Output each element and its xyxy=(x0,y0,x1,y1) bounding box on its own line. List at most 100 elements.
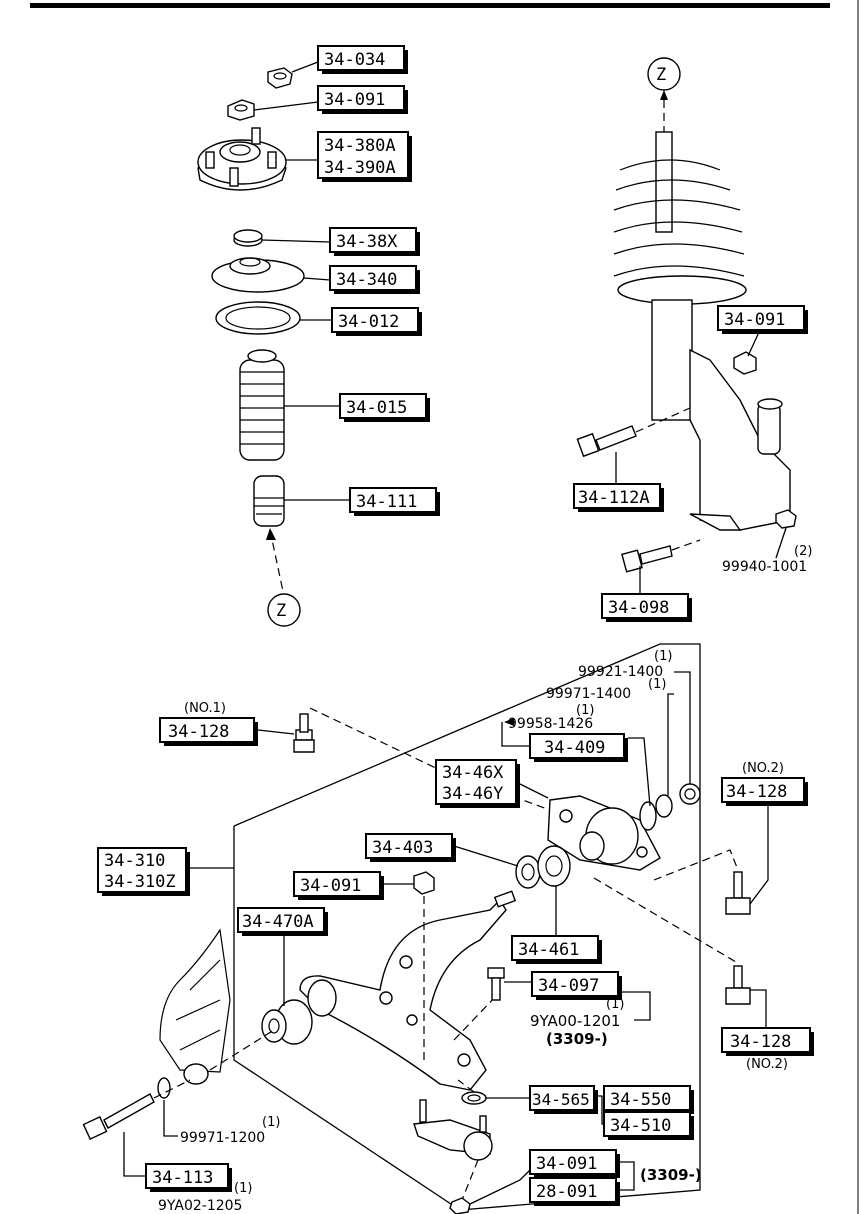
callout-34-112A: 34-112A xyxy=(573,483,664,512)
callout-34-091-top: 34-091 xyxy=(317,85,408,114)
callout-34-012: 34-012 xyxy=(331,307,422,336)
svg-text:9YA02-1205: 9YA02-1205 xyxy=(158,1198,242,1214)
lower-arm xyxy=(299,890,517,1091)
ball-joint xyxy=(413,1091,493,1161)
nut-34-034 xyxy=(267,67,293,89)
svg-text:(3309-): (3309-) xyxy=(640,1166,702,1184)
callout-28-091: 28-091 xyxy=(529,1177,620,1206)
callout-34-091-knuckle: 34-091 xyxy=(717,305,808,334)
spring-seat xyxy=(211,257,305,293)
svg-text:34-550: 34-550 xyxy=(610,1090,671,1110)
strut-mount xyxy=(197,127,287,191)
svg-text:34-091: 34-091 xyxy=(724,310,785,330)
svg-text:34-112A: 34-112A xyxy=(578,488,650,508)
nut-34-091-top xyxy=(227,99,255,121)
callout-34-510: 34-510 xyxy=(603,1111,694,1140)
svg-text:34-128: 34-128 xyxy=(726,782,787,802)
svg-text:(NO.2): (NO.2) xyxy=(742,761,784,776)
svg-text:34-091: 34-091 xyxy=(536,1154,597,1174)
arm-bushing xyxy=(261,999,313,1045)
rubber-ring xyxy=(215,301,301,335)
callout-99958-1426: (1) 99958-1426 xyxy=(504,703,594,732)
svg-text:34-403: 34-403 xyxy=(372,838,433,858)
svg-text:34-310: 34-310 xyxy=(104,851,165,871)
callout-34-113: 34-113 xyxy=(145,1163,232,1192)
bolt-34-113 xyxy=(82,1093,155,1140)
callout-34-38X: 34-38X xyxy=(329,227,420,256)
svg-text:34-46X: 34-46X xyxy=(442,763,504,783)
top-border xyxy=(30,3,830,8)
svg-text:34-380A: 34-380A xyxy=(324,136,396,156)
callout-99921-1400: (1) 99921-1400 xyxy=(578,649,672,680)
svg-text:28-091: 28-091 xyxy=(536,1182,597,1202)
bump-stop xyxy=(253,475,285,527)
svg-text:(1): (1) xyxy=(234,1181,252,1196)
svg-text:34-46Y: 34-46Y xyxy=(442,784,503,804)
callout-34-550: 34-550 xyxy=(603,1085,694,1114)
callout-34-380A: 34-380A 34-390A xyxy=(317,131,412,182)
svg-text:99940-1001: 99940-1001 xyxy=(722,559,807,575)
svg-text:34-015: 34-015 xyxy=(346,398,407,418)
svg-text:9YA00-1201: 9YA00-1201 xyxy=(530,1012,620,1030)
svg-text:(NO.1): (NO.1) xyxy=(184,701,226,716)
callout-34-46X: 34-46X 34-46Y xyxy=(435,759,520,808)
svg-text:34-128: 34-128 xyxy=(730,1032,791,1052)
callout-99971-1200: (1) 99971-1200 xyxy=(180,1115,280,1146)
callout-34-403: 34-403 xyxy=(365,833,456,862)
callout-34-128-no2b: 34-128 (NO.2) xyxy=(721,1027,814,1072)
assembly-outline xyxy=(233,643,701,1211)
svg-text:34-461: 34-461 xyxy=(518,940,579,960)
bolt-34-128-no2a xyxy=(725,871,751,915)
svg-text:34-128: 34-128 xyxy=(168,722,229,742)
svg-text:(1): (1) xyxy=(654,649,672,664)
svg-text:34-565: 34-565 xyxy=(532,1090,590,1109)
svg-text:34-098: 34-098 xyxy=(608,598,669,618)
svg-text:(3309-): (3309-) xyxy=(546,1030,608,1048)
callout-34-034: 34-034 xyxy=(317,45,408,74)
bolt-34-097 xyxy=(487,967,505,1001)
svg-text:34-38X: 34-38X xyxy=(336,232,398,252)
svg-text:34-409: 34-409 xyxy=(544,738,605,758)
callout-34-565: 34-565 xyxy=(529,1085,598,1114)
callout-34-097: 34-097 xyxy=(531,971,622,1000)
dust-boot xyxy=(239,349,285,461)
callout-34-128-no1: (NO.1) 34-128 xyxy=(159,701,258,746)
callout-34-310: 34-310 34-310Z xyxy=(97,847,190,896)
bolt-34-128-no2b xyxy=(725,965,751,1005)
z-marker-top: Z xyxy=(656,65,666,85)
svg-text:34-097: 34-097 xyxy=(538,976,599,996)
svg-text:(NO.2): (NO.2) xyxy=(746,1057,788,1072)
callout-34-015: 34-015 xyxy=(339,393,430,422)
callout-99971-1400: (1) 99971-1400 xyxy=(546,677,666,702)
svg-text:34-091: 34-091 xyxy=(300,876,361,896)
svg-text:(1): (1) xyxy=(606,997,624,1012)
svg-text:34-390A: 34-390A xyxy=(324,158,396,178)
callout-34-111: 34-111 xyxy=(349,487,440,516)
svg-text:34-034: 34-034 xyxy=(324,50,385,70)
callout-34-470A: 34-470A xyxy=(237,907,328,936)
callout-34-091-arm: 34-091 xyxy=(293,871,384,900)
svg-text:(1): (1) xyxy=(262,1115,280,1130)
strut-assembly xyxy=(613,131,791,531)
callout-99940-1001: (2) 99940-1001 xyxy=(722,544,812,575)
svg-text:99958-1426: 99958-1426 xyxy=(508,716,593,732)
svg-text:34-510: 34-510 xyxy=(610,1116,671,1136)
svg-text:34-091: 34-091 xyxy=(324,90,385,110)
callout-9YA00-1201: (1) 9YA00-1201 (3309-) xyxy=(530,997,624,1048)
callout-34-409: 34-409 xyxy=(529,733,628,762)
svg-text:34-113: 34-113 xyxy=(152,1168,213,1188)
callout-34-098: 34-098 xyxy=(601,593,692,622)
svg-text:99971-1400: 99971-1400 xyxy=(546,686,631,702)
svg-text:(1): (1) xyxy=(648,677,666,692)
svg-text:99971-1200: 99971-1200 xyxy=(180,1130,265,1146)
svg-text:34-310Z: 34-310Z xyxy=(104,872,176,892)
callout-34-128-no2a: (NO.2) 34-128 xyxy=(721,761,808,806)
subframe xyxy=(159,928,231,1073)
svg-text:99921-1400: 99921-1400 xyxy=(578,664,663,680)
svg-text:34-111: 34-111 xyxy=(356,492,417,512)
bolt-34-098 xyxy=(621,545,673,573)
callout-34-340: 34-340 xyxy=(329,265,420,294)
svg-text:34-340: 34-340 xyxy=(336,270,397,290)
callout-34-461: 34-461 xyxy=(511,935,602,964)
